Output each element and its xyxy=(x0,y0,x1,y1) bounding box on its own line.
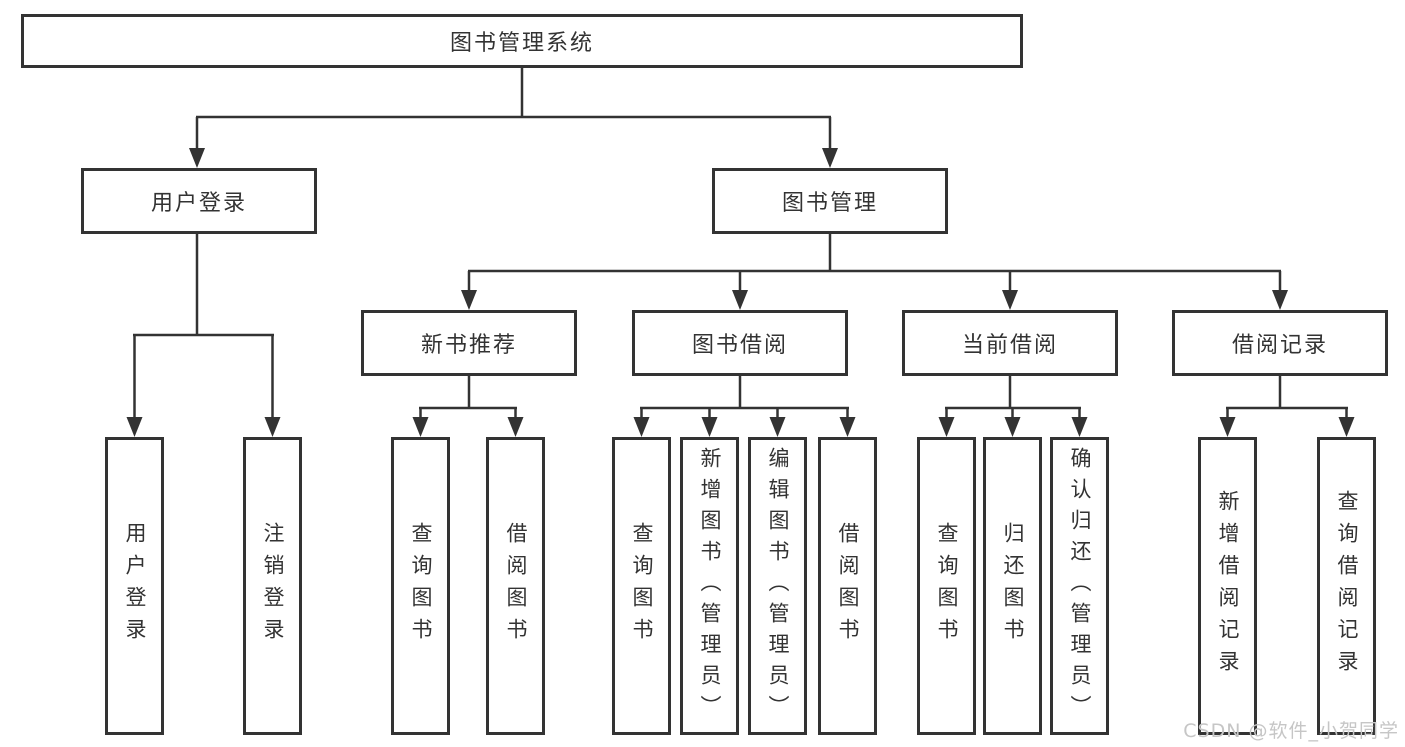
csdn-watermark: CSDN @软件_小贺同学 xyxy=(1183,720,1399,742)
leaf-return-book: 归还图书 xyxy=(983,437,1042,735)
node-user-login-branch: 用户登录 xyxy=(81,168,317,234)
node-borrow-record: 借阅记录 xyxy=(1172,310,1388,376)
leaf-edit-book-admin: 编辑图书（管理员） xyxy=(748,437,807,735)
leaf-logout: 注销登录 xyxy=(243,437,302,735)
leaf-query-book-current: 查询图书 xyxy=(917,437,976,735)
leaf-query-book-borrow: 查询图书 xyxy=(612,437,671,735)
node-new-book-recommend: 新书推荐 xyxy=(361,310,577,376)
leaf-user-login: 用户登录 xyxy=(105,437,164,735)
leaf-query-borrow-record: 查询借阅记录 xyxy=(1317,437,1376,735)
leaf-confirm-return-admin: 确认归还（管理员） xyxy=(1050,437,1109,735)
node-current-borrow: 当前借阅 xyxy=(902,310,1118,376)
leaf-add-book-admin: 新增图书（管理员） xyxy=(680,437,739,735)
node-book-management-branch: 图书管理 xyxy=(712,168,948,234)
node-book-borrow: 图书借阅 xyxy=(632,310,848,376)
node-library-system: 图书管理系统 xyxy=(21,14,1023,68)
leaf-borrow-book-recommend: 借阅图书 xyxy=(486,437,545,735)
leaf-borrow-book: 借阅图书 xyxy=(818,437,877,735)
leaf-query-book-recommend: 查询图书 xyxy=(391,437,450,735)
leaf-add-borrow-record: 新增借阅记录 xyxy=(1198,437,1257,735)
